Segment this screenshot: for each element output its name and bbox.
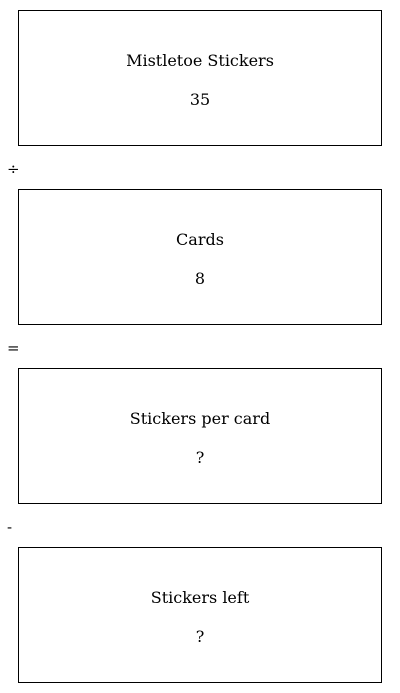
box-label: Stickers per card	[129, 409, 271, 428]
box-value: 35	[189, 90, 211, 109]
box-label: Stickers left	[150, 588, 250, 607]
box-value: 8	[194, 269, 206, 288]
mistletoe-stickers-box: Mistletoe Stickers 35	[18, 10, 382, 146]
stickers-left-box: Stickers left ?	[18, 547, 382, 683]
divide-operator: ÷	[7, 160, 20, 178]
box-label: Cards	[176, 230, 224, 249]
stickers-per-card-box: Stickers per card ?	[18, 368, 382, 504]
cards-box: Cards 8	[18, 189, 382, 325]
box-value: ?	[195, 627, 205, 646]
box-label: Mistletoe Stickers	[126, 51, 274, 70]
box-value: ?	[195, 448, 205, 467]
equals-operator: =	[7, 339, 20, 357]
minus-operator: -	[7, 518, 13, 536]
